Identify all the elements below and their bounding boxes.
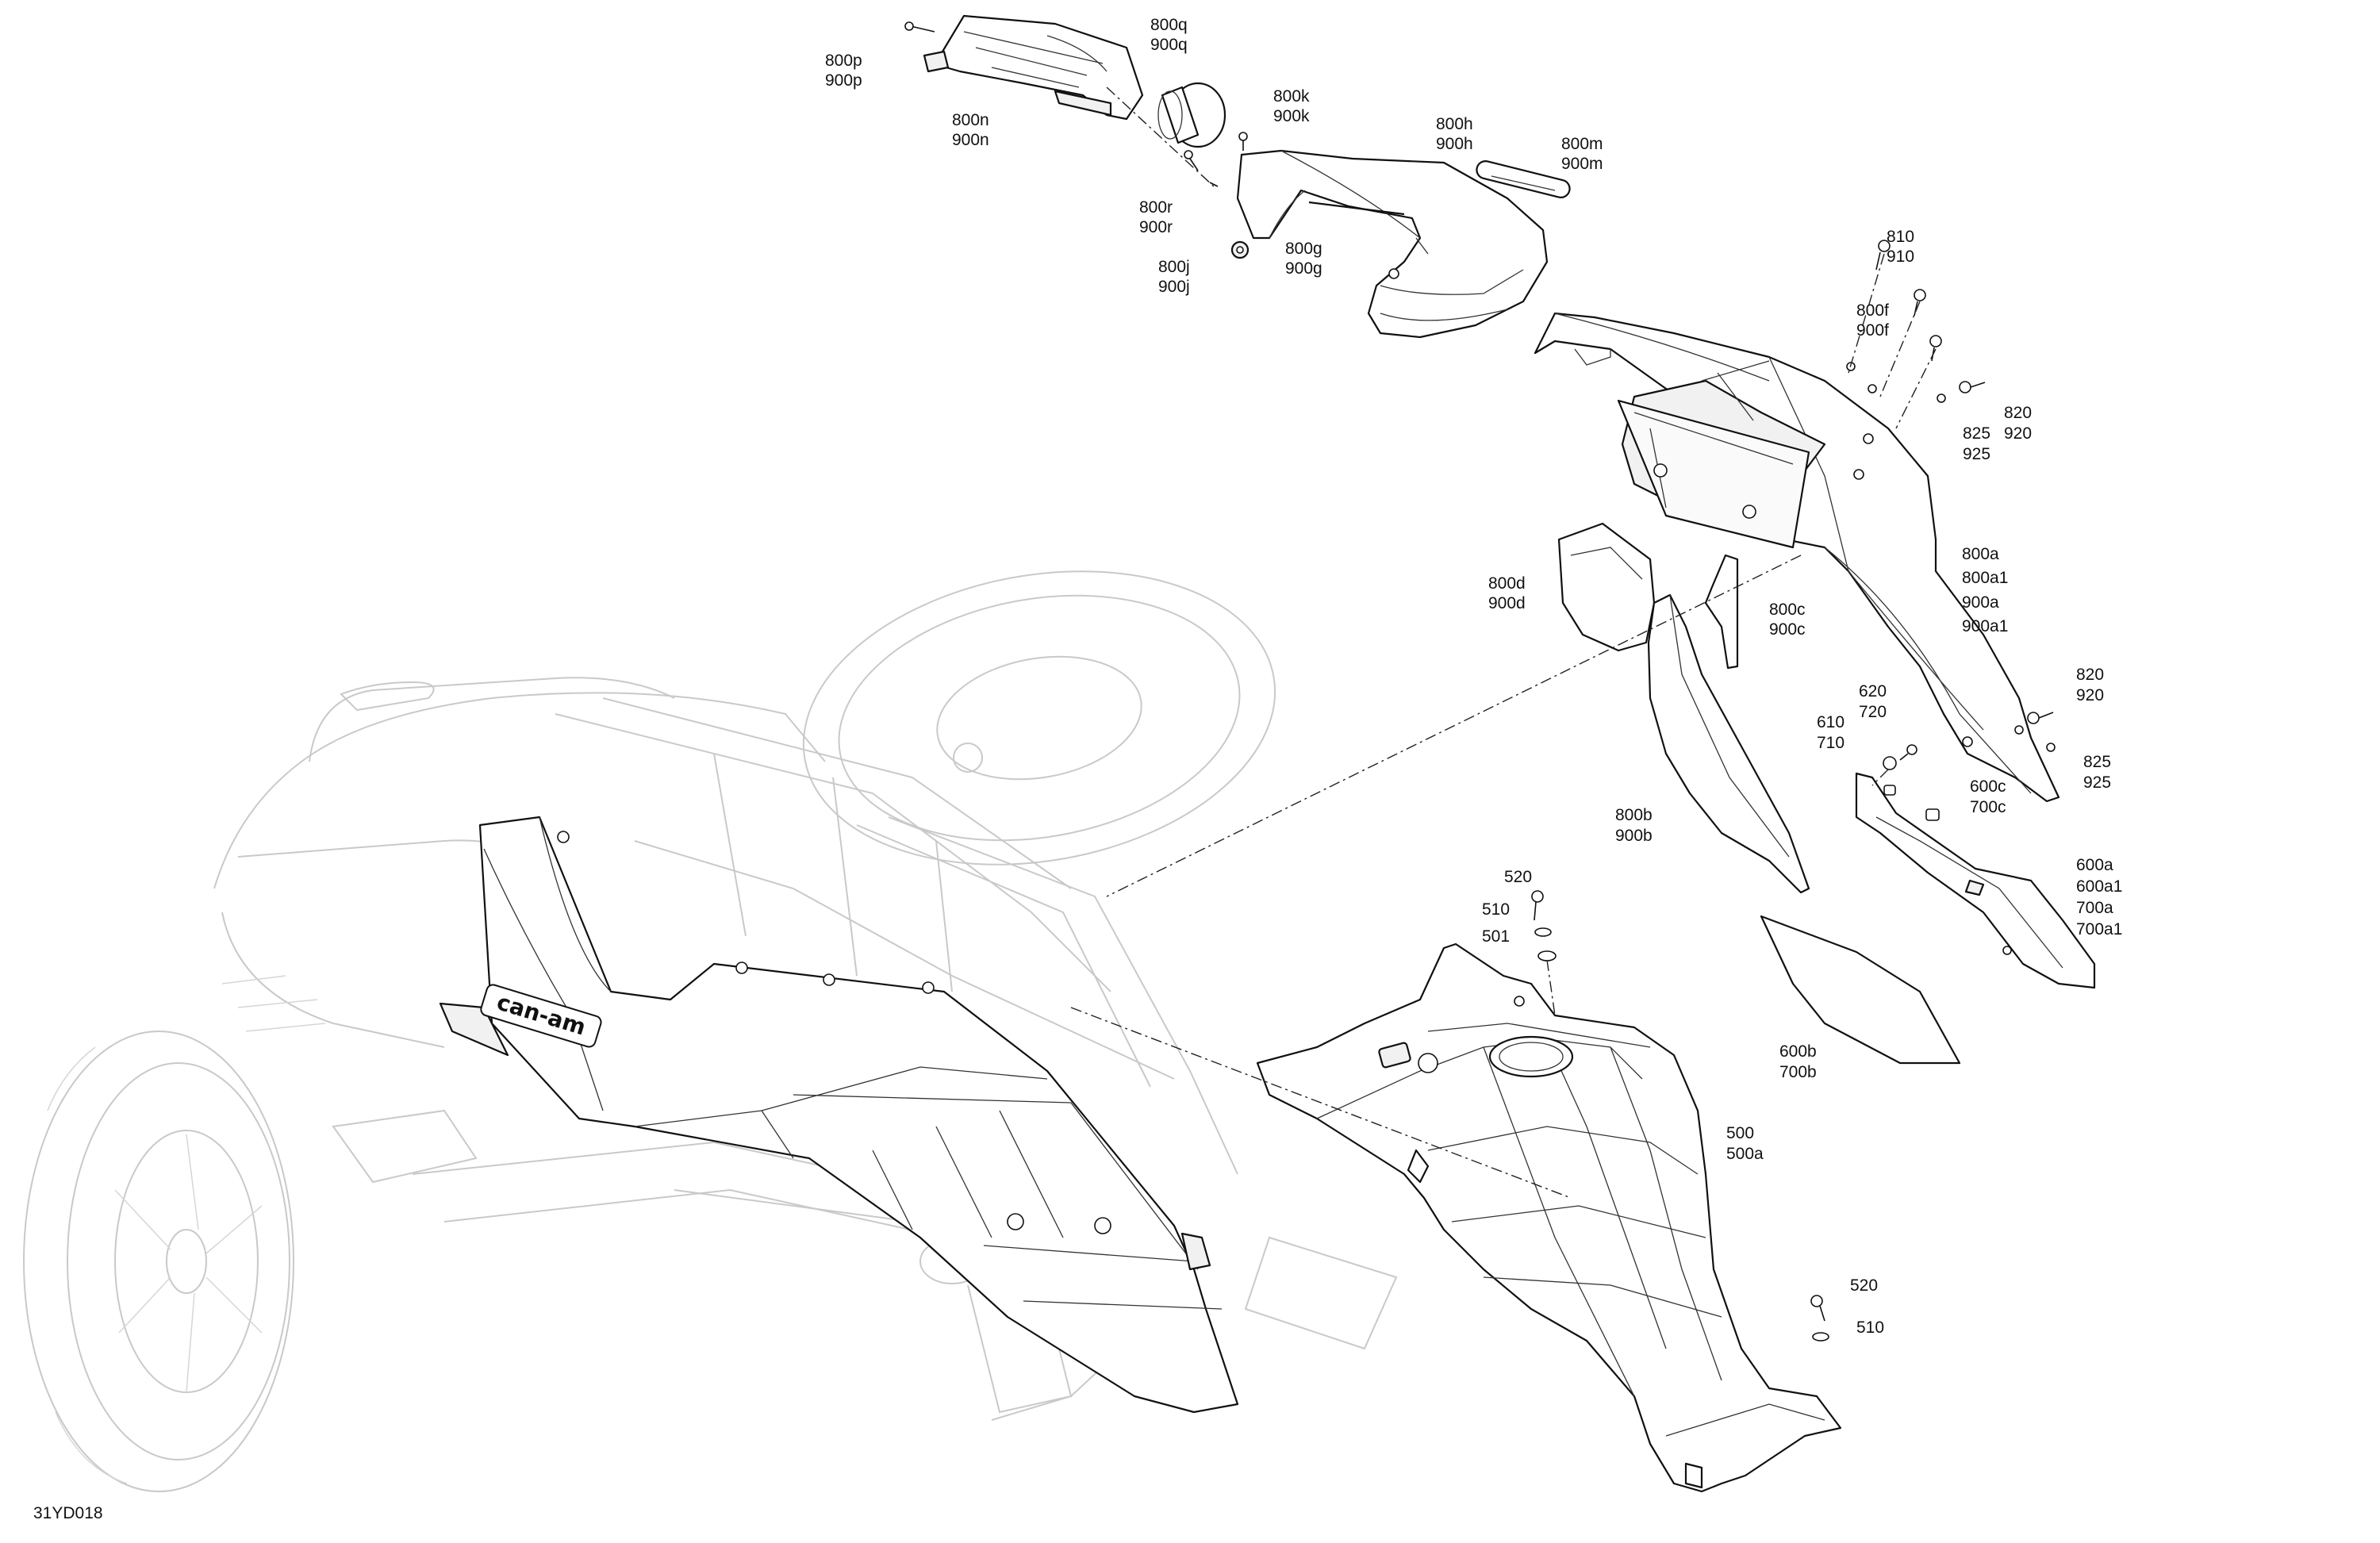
label-600a: 600a [2076,856,2113,874]
part-800a-rear-fairing [1534,312,2060,803]
label-520-lower: 520 [1850,1276,1878,1295]
label-800g: 800g [1285,240,1322,258]
label-820-upper: 820 [2004,404,2032,422]
label-900m: 900m [1561,155,1603,173]
part-800c-bracket [1704,554,1739,670]
label-800a1: 800a1 [1962,569,2008,587]
label-710: 710 [1817,734,1844,752]
label-900b: 900b [1615,827,1653,845]
vehicle-ghost [23,570,1398,1492]
screw-520-upper [1531,890,1557,961]
label-920-upper: 920 [2004,424,2032,443]
part-600b-flat-panel [1760,915,1961,1065]
label-720: 720 [1859,703,1887,721]
label-800k: 800k [1273,87,1310,106]
part-800r-pin [1184,150,1219,187]
label-500: 500 [1726,1124,1754,1142]
label-800c: 800c [1769,601,1806,619]
label-800m: 800m [1561,135,1603,153]
label-800h: 800h [1436,115,1473,133]
label-800a: 800a [1962,545,1999,563]
label-900r: 900r [1139,218,1173,236]
part-800j-nut [1230,240,1250,259]
part-800d-pad [1557,522,1656,652]
diagram-id: 31YD018 [33,1504,103,1522]
screw-520-lower [1810,1295,1829,1341]
label-620: 620 [1859,682,1887,700]
part-800h-upper-cover [1236,149,1549,339]
part-800m-decal [1476,160,1571,198]
label-900g: 900g [1285,259,1322,278]
label-500a: 500a [1726,1145,1764,1163]
label-900d: 900d [1488,594,1526,612]
label-900n: 900n [952,131,989,149]
label-900p: 900p [825,71,862,90]
clip-600c [1883,785,1940,821]
label-800f: 800f [1856,301,1889,320]
part-800q-lens [1157,82,1226,148]
label-510-upper: 510 [1482,900,1510,919]
label-820-lower: 820 [2076,666,2104,684]
label-610: 610 [1817,713,1844,731]
label-900h: 900h [1436,135,1473,153]
label-925-upper: 925 [1963,445,1990,463]
label-600a1: 600a1 [2076,877,2122,896]
screw-810 [1875,240,1942,362]
label-825-upper: 825 [1963,424,1990,443]
part-500-rear-fender [1256,942,1842,1493]
left-side-panel-assembly: can-am [439,816,1239,1414]
screw-610 [1883,744,1917,770]
label-800n: 800n [952,111,989,129]
screw-820-lower [2014,712,2056,752]
callout-labels: 800p 900p 800q 900q 800n 900n 800k 900k … [33,16,2122,1522]
label-800r: 800r [1139,198,1173,217]
label-800j: 800j [1158,258,1190,276]
label-700a: 700a [2076,899,2113,917]
label-700c: 700c [1970,798,2006,816]
screw-820-upper [1937,381,1986,403]
label-800d: 800d [1488,574,1526,593]
label-700b: 700b [1779,1063,1817,1081]
part-600a-lower-panel [1855,772,2096,989]
label-900j: 900j [1158,278,1190,296]
label-600c: 600c [1970,777,2006,796]
hardware [1531,240,2056,1341]
part-800b-side-panel [1647,593,1810,894]
part-800n-housing [904,14,1144,121]
label-900c: 900c [1769,620,1806,639]
leader-lines [1070,86,1937,1199]
label-800b: 800b [1615,806,1653,824]
label-700a1: 700a1 [2076,920,2122,938]
label-920-lower: 920 [2076,686,2104,704]
label-810: 810 [1887,228,1914,246]
clip-800f [1846,362,1877,393]
label-501: 501 [1482,927,1510,946]
label-825-lower: 825 [2083,753,2111,771]
label-900f: 900f [1856,321,1889,340]
label-900a1: 900a1 [1962,617,2008,635]
label-800q: 800q [1150,16,1188,34]
label-600b: 600b [1779,1042,1817,1061]
label-510-lower: 510 [1856,1318,1884,1337]
label-900q: 900q [1150,36,1188,54]
label-800p: 800p [825,52,862,70]
label-910: 910 [1887,248,1914,266]
label-925-lower: 925 [2083,773,2111,792]
label-900k: 900k [1273,107,1310,125]
label-900a: 900a [1962,593,1999,612]
part-800g-strip [1308,201,1405,216]
part-800k-screw [1238,132,1248,151]
label-520-upper: 520 [1504,868,1532,886]
